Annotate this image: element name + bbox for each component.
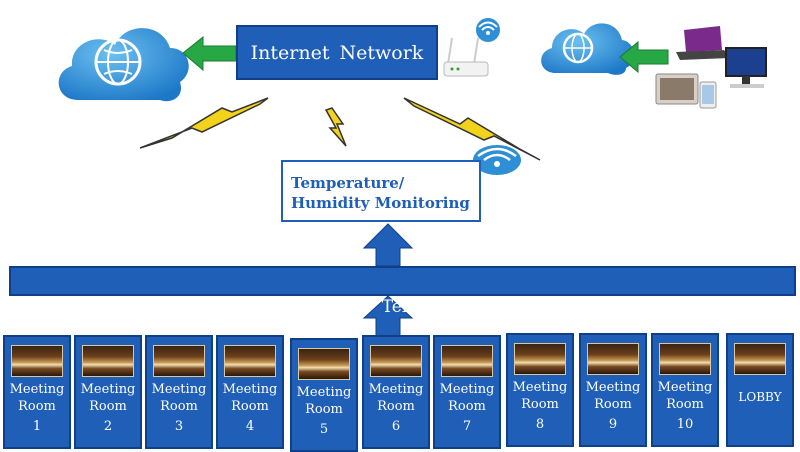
- room-label: Meeting Room: [585, 380, 641, 412]
- wifi-icon-large: [473, 145, 521, 175]
- room-photo: [11, 345, 63, 377]
- room-photo: [153, 345, 205, 377]
- room-number: 1: [32, 419, 42, 434]
- room-photo: [441, 345, 493, 377]
- internet-network-label: Internet Network: [250, 41, 424, 64]
- room-photo: [734, 343, 786, 375]
- room-label: Meeting Room: [368, 382, 424, 414]
- room-label: Meeting Room: [296, 385, 352, 417]
- room-station: Meeting Room 3: [145, 335, 213, 449]
- room-photo: [659, 343, 711, 375]
- room-station: Meeting Room 7: [433, 335, 501, 449]
- monitoring-line2: Humidity Monitoring: [291, 194, 470, 212]
- room-station: Meeting Room 2: [74, 335, 142, 449]
- arrow-up-icon-upper: [362, 223, 414, 267]
- modbus-bus-bar: MODBUS 11 Stations Temp. 45 point / Humi…: [9, 266, 796, 317]
- room-label: Meeting Room: [151, 382, 207, 414]
- room-photo: [370, 345, 422, 377]
- room-station: Meeting Room 10: [651, 333, 719, 447]
- arrow-left-icon-2: [619, 40, 669, 74]
- room-photo: [82, 345, 134, 377]
- lightning-icon-center: [324, 107, 347, 147]
- room-number: 3: [174, 419, 184, 434]
- router-icon: [443, 37, 489, 77]
- room-photo: [514, 343, 566, 375]
- arrow-left-icon: [182, 35, 237, 72]
- room-photo: [587, 343, 639, 375]
- room-photo: [224, 345, 276, 377]
- tablet-icon: [655, 73, 699, 105]
- room-photo: [298, 348, 350, 380]
- cloud-globe-icon-right: [541, 23, 634, 75]
- lightning-icon-right: [403, 97, 541, 161]
- internet-network-box: Internet Network: [236, 25, 438, 80]
- monitoring-box: Temperature/ Humidity Monitoring: [281, 160, 481, 222]
- room-station-lobby: LOBBY: [726, 333, 794, 447]
- room-number: 4: [245, 419, 255, 434]
- monitoring-line1: Temperature/: [291, 174, 405, 192]
- room-number: 7: [462, 419, 472, 434]
- room-number: 10: [676, 417, 694, 432]
- room-number: 9: [608, 417, 618, 432]
- room-label: Meeting Room: [222, 382, 278, 414]
- room-station: Meeting Room 9: [579, 333, 647, 447]
- room-number: 8: [535, 417, 545, 432]
- room-number: 5: [319, 422, 329, 437]
- room-station: Meeting Room 8: [506, 333, 574, 447]
- room-station: Meeting Room 4: [216, 335, 284, 449]
- lightning-icon-left: [139, 97, 269, 149]
- wifi-icon-small: [476, 18, 500, 42]
- desktop-icon: [725, 47, 767, 88]
- room-label: Meeting Room: [512, 380, 568, 412]
- room-label: Meeting Room: [80, 382, 136, 414]
- phone-icon: [699, 81, 717, 109]
- room-number: 6: [391, 419, 401, 434]
- cloud-globe-icon-left: [58, 28, 189, 102]
- room-label: Meeting Room: [439, 382, 495, 414]
- modbus-label: MODBUS 11 Stations Temp. 45 point / Humi…: [151, 297, 685, 317]
- laptop-icon: [676, 26, 730, 60]
- room-label: LOBBY: [738, 390, 782, 404]
- room-station: Meeting Room 6: [362, 335, 430, 449]
- arrow-up-icon-lower: [362, 295, 414, 337]
- room-station: Meeting Room 1: [3, 335, 71, 449]
- room-number: 2: [103, 419, 113, 434]
- room-label: Meeting Room: [9, 382, 65, 414]
- room-label: Meeting Room: [657, 380, 713, 412]
- room-station: Meeting Room 5: [290, 338, 358, 452]
